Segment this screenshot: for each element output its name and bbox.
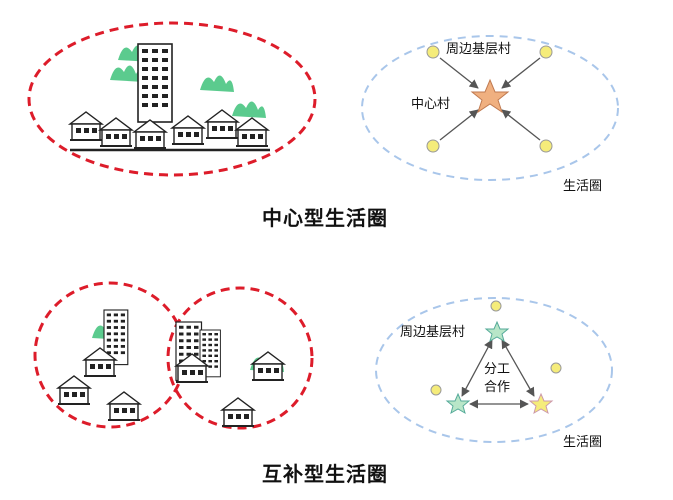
bottom-coop-label-1: 分工: [484, 362, 511, 377]
top-periphery-label: 周边基层村: [446, 42, 512, 57]
top-circle-label: 生活圈: [563, 179, 603, 194]
bottom-periphery-label: 周边基层村: [400, 325, 466, 340]
periphery-village-node: [550, 362, 562, 374]
central-town-cluster: [27, 21, 317, 177]
arrows-to-center: [439, 57, 541, 141]
coop-arrow: [461, 339, 493, 397]
central-network: [361, 35, 619, 181]
top-diagram-title: 中心型生活圈: [262, 206, 388, 230]
bottom-diagram-title: 互补型生活圈: [262, 462, 388, 486]
periphery-village-node: [539, 45, 553, 59]
coop-arrow: [501, 339, 535, 397]
periphery-village-node: [490, 300, 502, 312]
complementary-town-cluster: [33, 281, 314, 430]
peer-village-star: [445, 392, 471, 415]
periphery-village-node: [426, 45, 440, 59]
bottom-coop-label-2: 合作: [484, 380, 511, 395]
central-village-star: [470, 78, 510, 114]
top-center-label: 中心村: [411, 97, 451, 112]
peer-village-star: [484, 320, 510, 343]
peer-village-star: [528, 392, 554, 415]
periphery-village-node: [426, 139, 440, 153]
periphery-village-node: [539, 139, 553, 153]
periphery-village-node: [430, 384, 442, 396]
bottom-circle-label: 生活圈: [563, 435, 603, 450]
complementary-network: [375, 297, 613, 443]
